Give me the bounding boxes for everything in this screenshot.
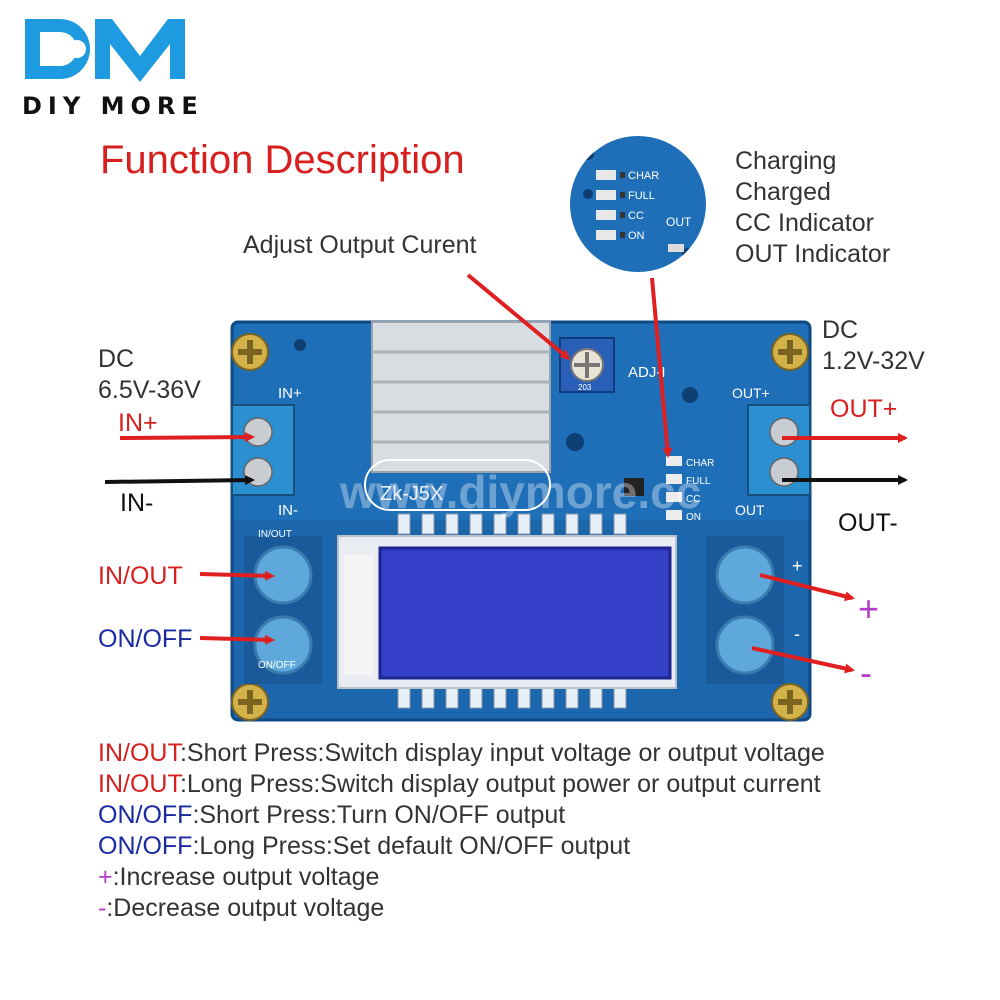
arrow-minus bbox=[751, 646, 855, 674]
in-minus-label: IN- bbox=[120, 489, 154, 517]
desc-key: IN/OUT bbox=[98, 770, 180, 798]
silk-led-on: ON bbox=[686, 512, 701, 523]
desc-line-3: ON/OFF:Short Press:Turn ON/OFF output bbox=[98, 800, 825, 831]
desc-line-4: ON/OFF:Long Press:Set default ON/OFF out… bbox=[98, 831, 825, 862]
desc-line-5: +:Increase output voltage bbox=[98, 862, 825, 893]
silk-out: OUT bbox=[735, 502, 765, 518]
in-out-button-graphic bbox=[244, 536, 322, 614]
silk-plus: + bbox=[792, 556, 803, 576]
zoom-led-full: FULL bbox=[628, 190, 655, 202]
zoom-out-silk: OUT bbox=[666, 215, 692, 229]
arrow-adjust bbox=[466, 273, 571, 360]
zoom-led-char: CHAR bbox=[628, 170, 659, 182]
indicator-out-label: OUT Indicator bbox=[735, 240, 891, 268]
desc-line-2: IN/OUT:Long Press:Switch display output … bbox=[98, 769, 825, 800]
desc-text: :Short Press:Turn ON/OFF output bbox=[192, 801, 566, 829]
silk-led-cc: CC bbox=[686, 494, 700, 505]
silk-inout: IN/OUT bbox=[258, 529, 292, 540]
on-off-label: ON/OFF bbox=[98, 625, 193, 653]
pcb-board: Zk-J5X IN+ IN- OUT+ OUT 203 ADJ-I CHAR F… bbox=[230, 320, 812, 722]
screw-bottom-left bbox=[231, 683, 269, 721]
plus-label: + bbox=[858, 588, 880, 629]
arrow-in-plus bbox=[119, 432, 255, 443]
desc-line-1: IN/OUT:Short Press:Switch display input … bbox=[98, 738, 825, 769]
out-plus-label: OUT+ bbox=[830, 395, 898, 423]
silk-in-plus: IN+ bbox=[278, 385, 302, 402]
minus-button-graphic bbox=[706, 606, 784, 684]
dc-out-label: DC 1.2V-32V bbox=[822, 315, 925, 377]
dc-out-range: 1.2V-32V bbox=[822, 347, 925, 375]
desc-text: :Long Press:Set default ON/OFF output bbox=[192, 832, 631, 860]
dc-in-label: DC 6.5V-36V bbox=[98, 344, 201, 406]
desc-text: :Decrease output voltage bbox=[106, 894, 385, 922]
zoom-led-cc: CC bbox=[628, 210, 644, 222]
pot-code: 203 bbox=[578, 383, 592, 392]
desc-text: :Short Press:Switch display input voltag… bbox=[179, 739, 825, 767]
in-plus-label: IN+ bbox=[118, 409, 158, 437]
desc-text: :Increase output voltage bbox=[112, 863, 380, 891]
screw-top-left bbox=[231, 333, 269, 371]
in-out-label: IN/OUT bbox=[98, 562, 183, 590]
arrow-in-minus bbox=[104, 475, 255, 486]
led-zoom-inset: CHAR FULL CC ON OUT bbox=[570, 136, 706, 272]
desc-key: ON/OFF bbox=[98, 832, 193, 860]
indicator-labels: Charging Charged CC Indicator OUT Indica… bbox=[735, 146, 890, 270]
minus-label: - bbox=[860, 652, 872, 693]
arrow-on-off bbox=[199, 634, 275, 645]
desc-text: :Long Press:Switch display output power … bbox=[179, 770, 821, 798]
diy-more-logo bbox=[25, 19, 185, 82]
silk-led-full: FULL bbox=[686, 476, 711, 487]
dc-in-line1: DC bbox=[98, 345, 135, 373]
arrow-in-out bbox=[199, 570, 275, 581]
function-descriptions: IN/OUT:Short Press:Switch display input … bbox=[98, 738, 825, 924]
on-off-button-graphic bbox=[244, 606, 322, 684]
desc-key: - bbox=[98, 894, 107, 922]
desc-key: + bbox=[98, 863, 113, 891]
silk-minus: - bbox=[794, 624, 800, 644]
watermark: www.diymore.cc bbox=[339, 466, 701, 518]
silk-in-minus: IN- bbox=[278, 502, 298, 519]
screw-bottom-right bbox=[771, 683, 809, 721]
arrow-plus bbox=[759, 573, 855, 602]
desc-key: ON/OFF bbox=[98, 801, 193, 829]
indicator-charged-label: Charged bbox=[735, 178, 831, 206]
adjust-current-label: Adjust Output Curent bbox=[243, 231, 477, 259]
indicator-charging-label: Charging bbox=[735, 147, 837, 175]
arrow-indicators bbox=[650, 277, 673, 458]
out-minus-label: OUT- bbox=[838, 509, 898, 537]
dc-out-line1: DC bbox=[822, 316, 859, 344]
dc-in-range: 6.5V-36V bbox=[98, 376, 201, 404]
page-title: Function Description bbox=[100, 138, 465, 182]
desc-key: IN/OUT bbox=[98, 739, 180, 767]
zoom-led-on: ON bbox=[628, 230, 645, 242]
silk-led-char: CHAR bbox=[686, 458, 714, 469]
indicator-cc-label: CC Indicator bbox=[735, 209, 874, 237]
silk-adj: ADJ-I bbox=[628, 364, 666, 381]
silk-model: Zk-J5X bbox=[380, 483, 443, 505]
screw-top-right bbox=[771, 333, 809, 371]
silk-onoff: ON/OFF bbox=[258, 660, 296, 671]
plus-button-graphic bbox=[706, 536, 784, 614]
silk-out-plus: OUT+ bbox=[732, 385, 770, 401]
desc-line-6: -:Decrease output voltage bbox=[98, 893, 825, 924]
logo-text: DIY MORE bbox=[22, 92, 204, 120]
